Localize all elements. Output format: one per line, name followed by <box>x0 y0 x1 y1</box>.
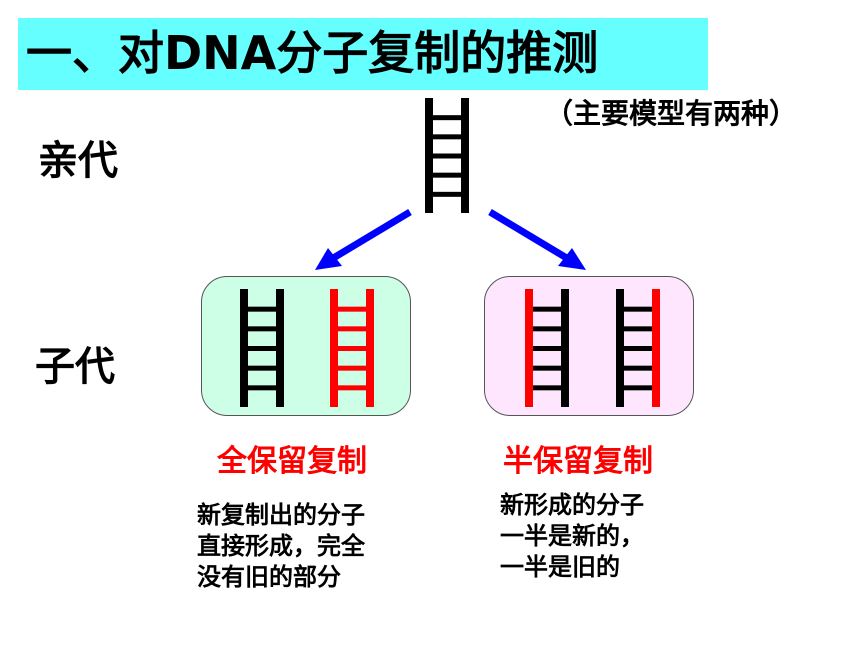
conservative-dna-ladders <box>240 289 374 407</box>
dna-base-pair <box>248 346 276 351</box>
dna-strand <box>366 289 374 407</box>
dna-base-pair <box>248 326 276 332</box>
dna-strand <box>525 289 533 407</box>
dna-base-pair <box>248 306 276 312</box>
dna-base-pair <box>433 172 461 178</box>
dna-base-pair <box>624 346 652 351</box>
dna-strand <box>616 289 624 407</box>
dna-base-pair <box>533 306 561 312</box>
conservative-model-box <box>201 276 411 416</box>
dna-base-pair <box>248 385 276 391</box>
dna-strand <box>652 289 660 407</box>
dna-base-pair <box>248 365 276 371</box>
description-line: 没有旧的部分 <box>197 563 341 591</box>
semiconservative-dna-ladders <box>525 289 660 407</box>
arrow-right <box>488 208 586 270</box>
dna-strand <box>561 289 569 407</box>
dna-strand <box>425 98 433 213</box>
subtitle: （主要模型有两种） <box>545 97 798 130</box>
dna-base-pair <box>338 365 366 371</box>
dna-base-pair <box>624 306 652 312</box>
description-line: 一半是新的， <box>500 522 644 550</box>
dna-base-pair <box>433 191 461 197</box>
dna-base-pair <box>433 115 461 121</box>
dna-base-pair <box>533 365 561 371</box>
description-line: 新复制出的分子 <box>197 501 365 529</box>
dna-base-pair <box>624 365 652 371</box>
dna-strand <box>461 98 469 213</box>
dna-base-pair <box>338 385 366 391</box>
dna-base-pair <box>338 306 366 312</box>
dna-strand <box>330 289 338 407</box>
semiconservative-model-title: 半保留复制 <box>503 444 653 479</box>
offspring-generation-label: 子代 <box>35 344 115 390</box>
arrow-left <box>315 208 412 270</box>
description-line: 一半是旧的 <box>500 553 620 581</box>
parent-generation-label: 亲代 <box>38 138 118 184</box>
page-title: 一、对DNA分子复制的推测 <box>26 26 599 80</box>
dna-base-pair <box>338 346 366 351</box>
parent-dna-ladder <box>425 98 469 213</box>
conservative-model-description: 新复制出的分子 直接形成，完全 没有旧的部分 <box>197 500 365 593</box>
dna-base-pair <box>624 326 652 332</box>
dna-base-pair <box>533 385 561 391</box>
semiconservative-model-description: 新形成的分子 一半是新的， 一半是旧的 <box>500 490 644 583</box>
dna-base-pair <box>338 326 366 332</box>
conservative-model-title: 全保留复制 <box>217 444 367 479</box>
dna-strand <box>240 289 248 407</box>
title-banner: 一、对DNA分子复制的推测 <box>18 18 708 90</box>
description-line: 新形成的分子 <box>500 491 644 519</box>
dna-base-pair <box>533 346 561 351</box>
dna-base-pair <box>433 134 461 140</box>
dna-base-pair <box>433 153 461 159</box>
dna-base-pair <box>533 326 561 332</box>
description-line: 直接形成，完全 <box>197 532 365 560</box>
dna-strand <box>276 289 284 407</box>
dna-base-pair <box>624 385 652 391</box>
